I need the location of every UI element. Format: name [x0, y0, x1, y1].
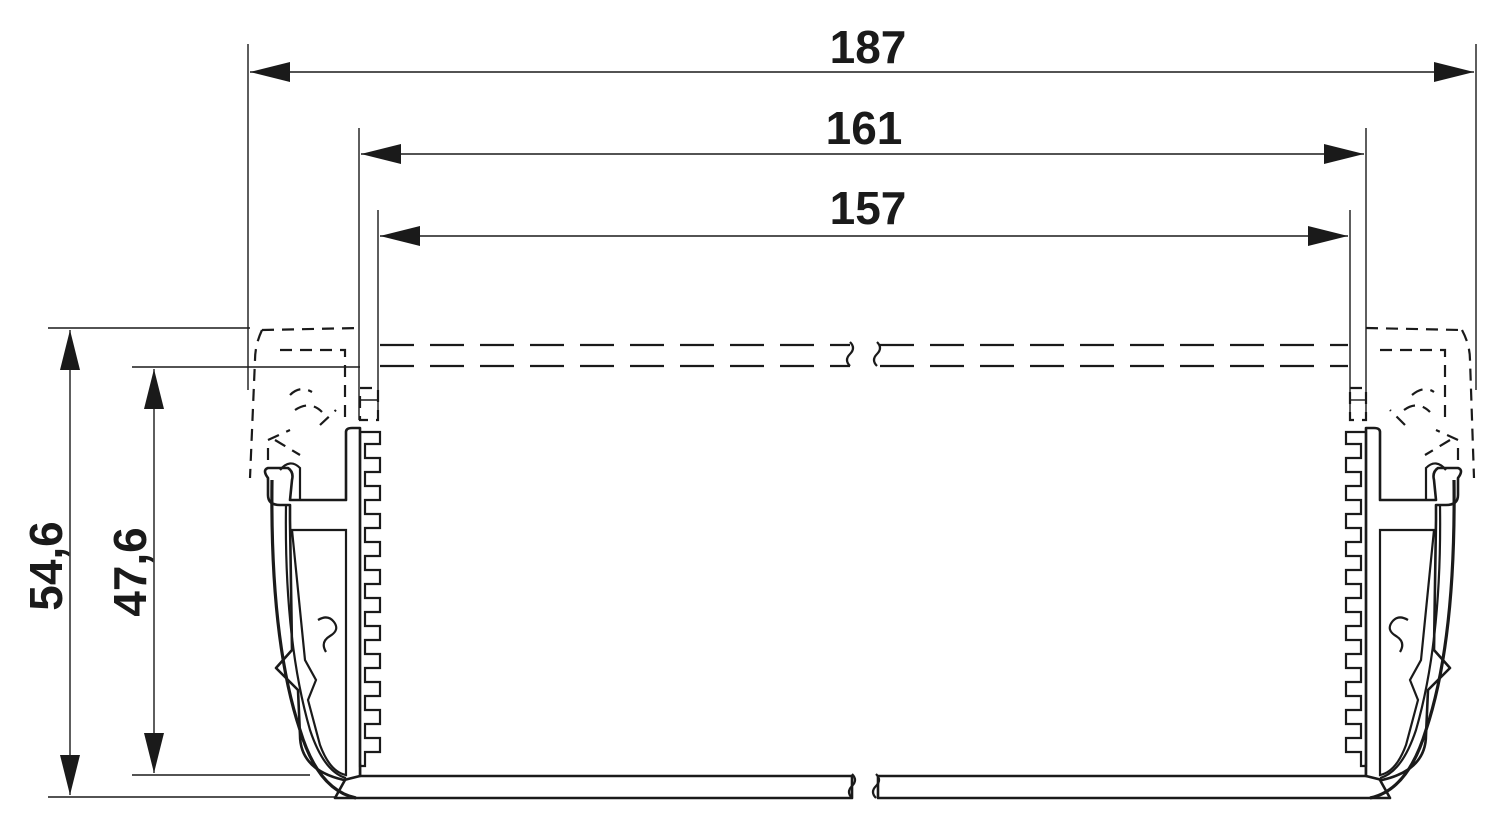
arrow-down-icon [60, 755, 80, 795]
enclosure-profile-body [263, 426, 1463, 800]
dim-label-54-6: 54,6 [20, 521, 72, 611]
dimension-overall-height: 54,6 [20, 327, 335, 798]
arrow-left-icon [361, 144, 401, 164]
arrow-right-icon [1434, 62, 1474, 82]
arrow-up-icon [60, 330, 80, 370]
dimension-outer-width: 161 [358, 102, 1367, 420]
dashed-cover-outline [248, 326, 1476, 480]
arrow-left-icon [380, 226, 420, 246]
dimension-overall-width: 187 [247, 21, 1477, 390]
arrow-left-icon [250, 62, 290, 82]
arrow-right-icon [1324, 144, 1364, 164]
arrow-right-icon [1308, 226, 1348, 246]
dim-label-157: 157 [830, 182, 907, 234]
dimension-inner-height: 47,6 [104, 366, 360, 776]
dim-label-161: 161 [826, 102, 903, 154]
dim-label-47-6: 47,6 [104, 527, 156, 617]
arrow-up-icon [144, 369, 164, 409]
dimension-inner-width: 157 [377, 182, 1351, 420]
arrow-down-icon [144, 733, 164, 773]
dim-label-187: 187 [830, 21, 907, 73]
